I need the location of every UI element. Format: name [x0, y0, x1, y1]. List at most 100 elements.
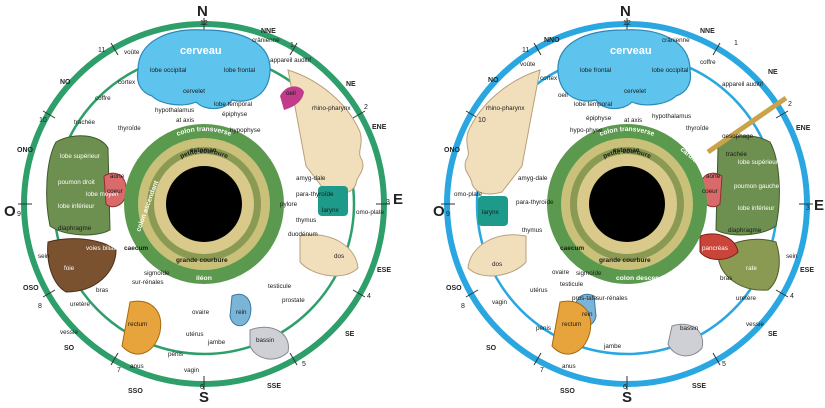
left-lobe-frontal: lobe frontal — [224, 67, 255, 74]
left-dir-no: NO — [60, 79, 71, 86]
left-uterus: utérus — [186, 331, 204, 338]
left-cardinal-n: N — [197, 3, 208, 20]
right-thyroide: thyroïde — [686, 125, 709, 132]
left-testicule: testicule — [268, 283, 292, 290]
left-dir-ene: ENE — [372, 124, 387, 131]
right-rate: rate — [746, 265, 757, 272]
left-diaphragme: diaphragme — [58, 225, 92, 232]
right-uterus: utérus — [530, 287, 548, 294]
left-cardinal-s: S — [199, 389, 209, 406]
right-voute: voûte — [520, 61, 536, 68]
left-cervelet: cervelet — [183, 88, 205, 95]
left-dir-sse: SSE — [267, 383, 281, 390]
left-ileon: iléon — [196, 275, 212, 282]
right-cardinal-o: O — [433, 203, 445, 220]
left-cranienne: crânienne — [252, 37, 280, 44]
left-caecum: caecum — [124, 245, 148, 252]
right-dir-se: SE — [768, 331, 778, 338]
left-penis: pénis — [168, 351, 183, 358]
left-bassin: bassin — [256, 337, 275, 344]
right-jambe: jambe — [603, 343, 622, 350]
left-estomac: estomac — [190, 147, 217, 154]
left-hour-8: 8 — [38, 303, 42, 310]
left-dir-sso: SSO — [128, 388, 143, 395]
left-vagin: vagin — [184, 367, 200, 374]
left-thyroide: thyroïde — [118, 125, 141, 132]
right-epiphyse: épiphyse — [586, 115, 612, 122]
left-hour-10: 10 — [39, 117, 47, 124]
left-oeil: oeil — [286, 90, 296, 97]
left-surrenales: sur-rénales — [132, 279, 164, 286]
left-atlas-axis: at axis — [176, 117, 194, 124]
left-bras: bras — [96, 287, 108, 294]
left-rectum: rectum — [128, 321, 147, 328]
left-hour-7: 7 — [117, 367, 121, 374]
left-sigmoide: sigmoïde — [144, 270, 170, 277]
left-hour-5: 5 — [302, 361, 306, 368]
right-atlas-axis: at axis — [624, 117, 642, 124]
right-bras: bras — [720, 275, 732, 282]
right-amygdale: amyg-dale — [518, 175, 548, 182]
left-omoplate: omo-plate — [356, 209, 384, 216]
right-estomac: estomac — [613, 147, 640, 154]
right-rein: rein — [582, 311, 593, 318]
right-hypothalamus: hypothalamus — [652, 113, 691, 120]
right-dos: dos — [492, 261, 502, 268]
left-hour-1: 1 — [290, 42, 294, 49]
left-dir-ono: ONO — [17, 147, 34, 154]
right-anus: anus — [562, 363, 576, 370]
right-cortex: cortex — [540, 75, 558, 82]
left-coeur: coeur — [107, 188, 123, 195]
left-parathyroide: para-thyroïde — [296, 191, 334, 198]
right-cardinal-s: S — [622, 389, 632, 406]
right-trachee: trachée — [726, 151, 748, 158]
right-hour-6: 6 — [623, 384, 627, 391]
right-hour-11: 11 — [522, 47, 529, 54]
right-grande-courbure: grande courbure — [599, 257, 651, 264]
right-penis: pénis — [536, 325, 551, 332]
left-rein: rein — [236, 309, 247, 316]
right-aorte: aorte — [706, 173, 721, 180]
left-jambe: jambe — [207, 339, 226, 346]
right-lobe-frontal: lobe frontal — [580, 67, 611, 74]
left-sein: sein — [38, 253, 50, 260]
left-lobe-superieur: lobe supérieur — [60, 153, 100, 160]
right-bassin: bassin — [680, 325, 699, 332]
left-voute: voûte — [124, 49, 140, 56]
right-dir-sso: SSO — [560, 388, 575, 395]
left-dos: dos — [334, 253, 344, 260]
left-iris-chart: cerveau lobe occipital lobe frontal cerv… — [4, 3, 403, 406]
left-thymus: thymus — [296, 217, 316, 224]
right-larynx: larynx — [482, 209, 500, 216]
left-hour-9: 9 — [17, 211, 21, 218]
left-trachee: trachée — [74, 119, 96, 126]
left-uretere: uretère — [70, 301, 90, 308]
right-lobe-superieur: lobe supérieur — [738, 159, 778, 166]
right-rectum: rectum — [562, 321, 581, 328]
right-hour-3: 3 — [806, 205, 810, 212]
right-hour-10: 10 — [478, 117, 486, 124]
left-dir-nne: NNE — [261, 28, 276, 35]
left-pylore: pylore — [280, 201, 298, 208]
right-thymus: thymus — [522, 227, 542, 234]
right-dir-so: SO — [486, 345, 497, 352]
right-dir-nno: NNO — [544, 37, 560, 44]
left-hour-3: 3 — [386, 199, 390, 206]
left-epiphyse: épiphyse — [222, 111, 248, 118]
right-diaphragme: diaphragme — [728, 227, 762, 234]
right-surrenales: sur-rénales — [596, 295, 628, 302]
right-poumon-gauche: poumon gauche — [734, 183, 780, 190]
left-grande-courbure: grande courbure — [176, 257, 228, 264]
right-lobe-inferieur: lobe inférieur — [738, 205, 774, 212]
left-dir-so: SO — [64, 345, 75, 352]
left-hour-6: 6 — [200, 384, 204, 391]
left-dir-oso: OSO — [23, 285, 39, 292]
left-lobe-occipital: lobe occipital — [150, 67, 186, 74]
left-cortex: cortex — [118, 79, 136, 86]
right-omoplate: omo-plate — [454, 191, 482, 198]
left-coffre: coffre — [95, 95, 111, 102]
left-duodenum: duodénum — [288, 231, 318, 238]
right-hour-1: 1 — [734, 40, 738, 47]
left-pupil — [166, 166, 242, 242]
right-dir-ese: ESE — [800, 267, 814, 274]
